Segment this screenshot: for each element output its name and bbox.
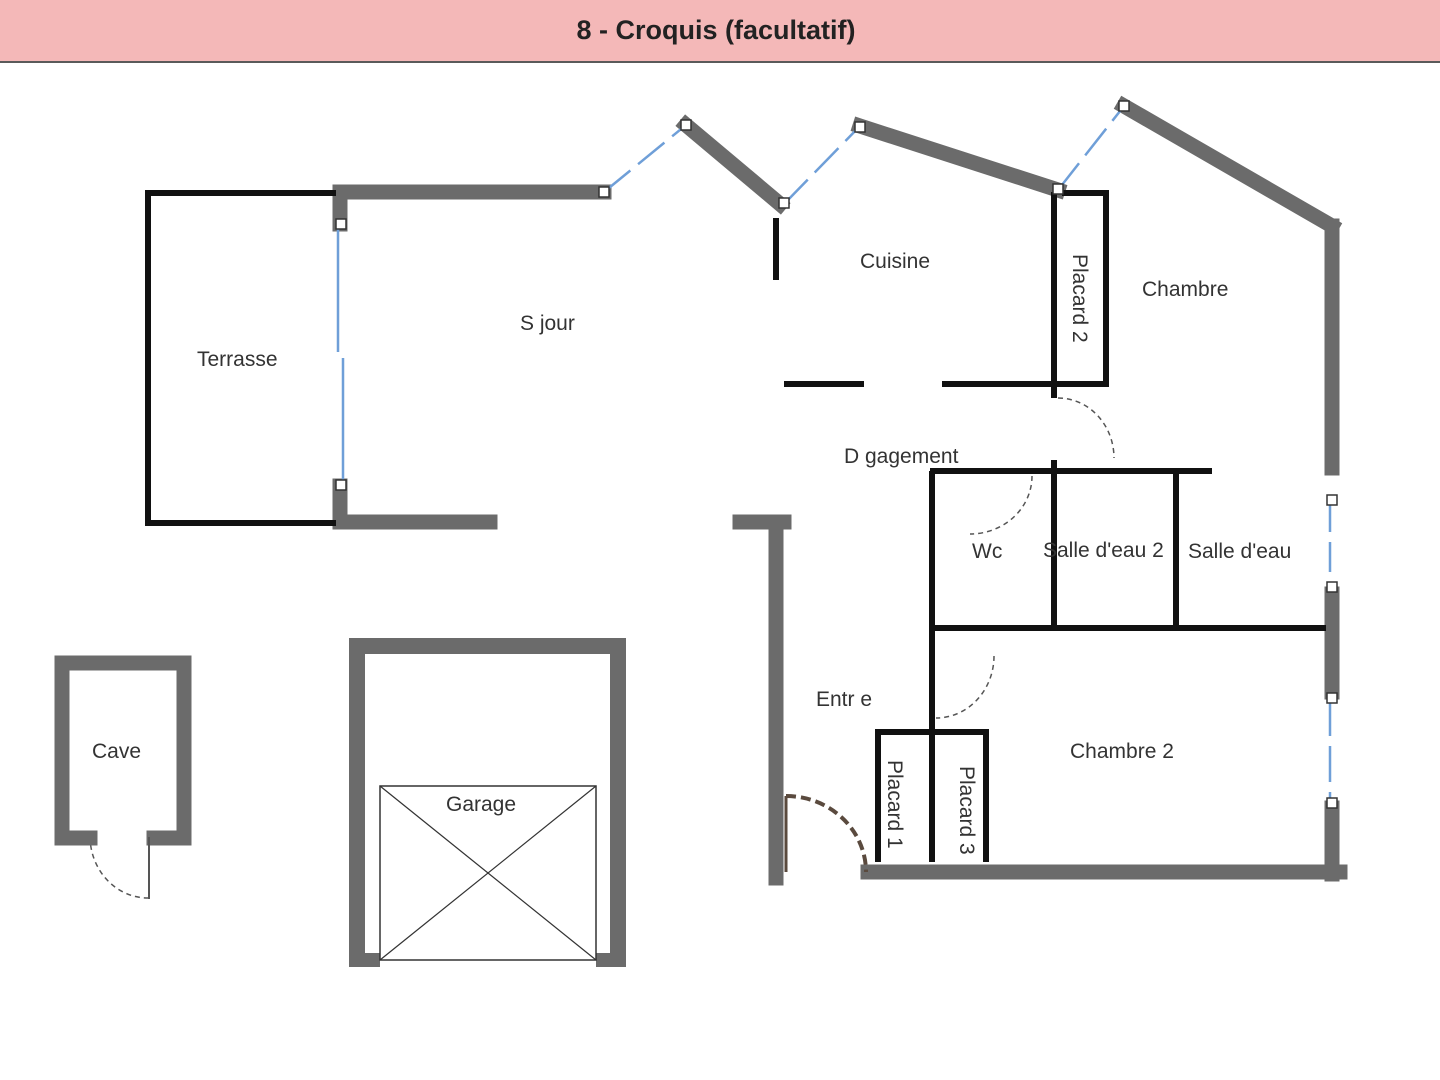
label-salle-eau: Salle d'eau [1188,540,1291,563]
label-chambre2: Chambre 2 [1070,740,1174,763]
label-wc: Wc [972,540,1002,563]
wall-sejour-bottom [332,478,498,530]
door-swings [89,397,1115,899]
label-entree: Entr e [816,688,872,711]
marker [680,119,692,131]
windows [336,105,1332,800]
marker [598,186,610,198]
wall-zigzag-3 [1113,95,1343,237]
label-terrasse: Terrasse [197,348,278,371]
door-swing-cave [89,835,149,899]
exterior-walls [332,95,1348,886]
garage-wall [349,638,626,966]
door-swing-degagement [1057,397,1115,459]
label-sejour: S jour [520,312,575,335]
window-zigzag-2 [783,125,861,205]
wall-terrasse [145,190,336,526]
interior-walls [145,190,1326,862]
marker [335,479,347,491]
marker [1052,183,1064,195]
label-chambre: Chambre [1142,278,1228,301]
marker [854,121,866,133]
window-zigzag-3 [1057,105,1125,191]
label-salle-eau-2: Salle d'eau 2 [1043,539,1164,562]
wall-zigzag-1 [675,114,791,215]
wall-placard2-right [1062,190,1109,387]
label-garage: Garage [446,793,516,816]
wall-sejour-top [332,184,612,232]
garage-door-box [379,785,597,961]
label-cave: Cave [92,740,141,763]
marker [1326,692,1338,704]
label-placard1: Placard 1 [883,760,906,849]
marker [778,197,790,209]
label-placard3: Placard 3 [955,766,978,855]
entry-door-swing [785,794,868,873]
door-swing-wc [969,475,1033,535]
label-cuisine: Cuisine [860,250,930,273]
marker [1326,797,1338,809]
room-labels: Terrasse S jour Cuisine Placard 2 Chambr… [92,250,1291,855]
cave [54,655,192,899]
garage-cross-2 [379,785,597,961]
cave-wall [54,655,192,846]
marker [1326,494,1338,506]
entry-door [784,794,868,873]
section-title: 8 - Croquis (facultatif) [576,15,856,45]
marker [1326,581,1338,593]
door-swing-chambre2 [935,655,995,719]
label-degagement: D gagement [844,445,959,468]
garage [349,638,626,967]
section-header: 8 - Croquis (facultatif) [0,0,1440,63]
window-markers [335,100,1338,809]
marker [335,218,347,230]
wall-zigzag-2 [850,116,1068,200]
marker [1118,100,1130,112]
window-zigzag-1 [603,124,687,193]
label-placard2: Placard 2 [1068,254,1091,343]
